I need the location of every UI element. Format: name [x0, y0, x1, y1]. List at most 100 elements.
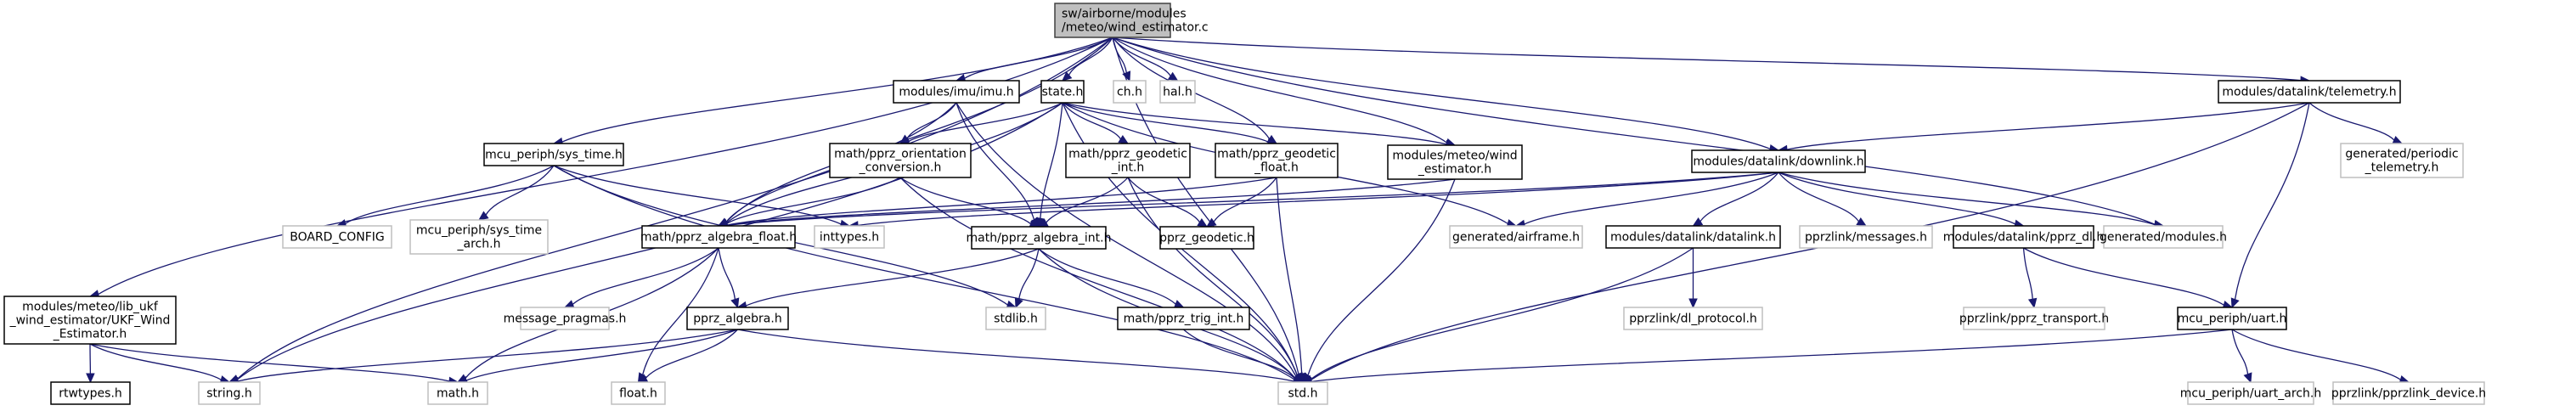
edge-uart-to-uart_arch — [2231, 329, 2249, 374]
nodes-layer: sw/airborne/modules/meteo/wind_estimator… — [3, 3, 2486, 405]
arrowhead-icon — [1197, 217, 1209, 228]
node-label: modules/meteo/wind — [1392, 149, 1517, 163]
edge-downlink-to-inttypes — [857, 172, 1779, 227]
node-box — [1799, 225, 1933, 249]
node-label: _conversion.h — [859, 161, 942, 175]
edge-geo_float-to-std — [1276, 177, 1303, 374]
node-imu[interactable]: modules/imu/imu.h — [893, 80, 1020, 104]
edge-root-to-hal — [1112, 37, 1171, 76]
edge-pprz_algebra-to-math — [465, 329, 738, 381]
arrowhead-icon — [478, 211, 489, 221]
node-box[interactable] — [3, 296, 177, 345]
edge-pprz_algebra-to-string — [237, 329, 738, 382]
node-airframe: generated/airframe.h — [1449, 225, 1583, 249]
node-label: math.h — [437, 387, 479, 401]
node-ukf[interactable]: modules/meteo/lib_ukf_wind_estimator/UKF… — [3, 296, 177, 345]
node-pprz_algebra[interactable]: pprz_algebra.h — [686, 307, 789, 330]
node-label: modules/datalink/telemetry.h — [2222, 86, 2396, 99]
node-label: std.h — [1288, 387, 1318, 401]
arrowhead-icon — [1688, 298, 1698, 309]
edge-pprz_algebra-to-std — [737, 329, 1295, 382]
edge-geo_int-to-alg_int — [1046, 177, 1129, 223]
node-label: inttypes.h — [820, 231, 879, 245]
edge-root-to-ch — [1112, 37, 1127, 73]
node-box — [409, 219, 549, 255]
node-label: _float.h — [1254, 161, 1299, 175]
node-box[interactable] — [1387, 144, 1523, 180]
node-telemetry[interactable]: modules/datalink/telemetry.h — [2218, 80, 2401, 104]
node-label: pprzlink/pprzlink_device.h — [2331, 387, 2486, 401]
node-box[interactable] — [483, 143, 624, 166]
node-label: modules/meteo/lib_ukf — [22, 301, 159, 314]
node-label: ch.h — [1117, 86, 1142, 99]
node-box[interactable] — [1065, 143, 1191, 178]
node-box[interactable] — [2218, 80, 2401, 104]
node-label: math/pprz_geodetic — [1068, 148, 1187, 161]
node-downlink[interactable]: modules/datalink/downlink.h — [1691, 149, 1866, 173]
edge-alg_float-to-pprz_algebra — [718, 247, 736, 300]
edge-telemetry-to-std — [1311, 102, 2310, 380]
edge-root-to-downlink — [1112, 37, 1771, 149]
edge-downlink-to-pprz_dl — [1778, 172, 2016, 225]
node-label: pprz_algebra.h — [693, 312, 781, 326]
edge-state-to-geo_int — [1062, 102, 1122, 140]
edge-imu-to-orient — [906, 102, 957, 139]
node-label: /meteo/wind_estimator.c — [1062, 21, 1209, 35]
node-orient[interactable]: math/pprz_orientation_conversion.h — [829, 143, 972, 178]
node-label: BOARD_CONFIG — [290, 231, 385, 245]
node-label: pprzlink/dl_protocol.h — [1629, 312, 1757, 326]
edge-pprz_algebra-to-float — [645, 329, 738, 379]
node-box[interactable] — [1117, 307, 1250, 330]
arrowhead-icon — [1856, 217, 1868, 227]
node-box[interactable] — [2177, 307, 2287, 330]
node-box[interactable] — [893, 80, 1020, 104]
node-box[interactable] — [641, 225, 796, 249]
node-float: float.h — [611, 381, 666, 405]
node-pprz_dl[interactable]: modules/datalink/pprz_dl.h — [1943, 225, 2104, 249]
node-periodic: generated/periodic_telemetry.h — [2340, 143, 2464, 178]
node-box[interactable] — [1040, 80, 1085, 104]
edge-telemetry-to-periodic — [2308, 102, 2395, 141]
node-state[interactable]: state.h — [1040, 80, 1085, 104]
node-box[interactable] — [971, 226, 1107, 250]
node-box[interactable] — [686, 307, 789, 330]
node-label: message_pragmas.h — [504, 312, 627, 326]
node-box — [1623, 307, 1763, 330]
node-alg_int[interactable]: math/pprz_algebra_int.h — [967, 226, 1112, 250]
node-alg_float[interactable]: math/pprz_algebra_float.h — [640, 225, 797, 249]
node-label: _Estimator.h — [53, 328, 127, 341]
node-box[interactable] — [829, 143, 972, 178]
node-box[interactable] — [1953, 225, 2094, 249]
edge-datalink-to-std — [1311, 247, 1694, 380]
edge-ukf-to-math — [89, 343, 450, 382]
node-label: _estimator.h — [1418, 163, 1491, 177]
edge-root-to-sys_time — [561, 37, 1113, 143]
node-uart_arch: mcu_periph/uart_arch.h — [2180, 381, 2321, 405]
node-box[interactable] — [1054, 3, 1171, 38]
node-box[interactable] — [50, 381, 131, 405]
node-trig_int[interactable]: math/pprz_trig_int.h — [1117, 307, 1250, 330]
node-box — [1159, 80, 1196, 104]
edge-telemetry-to-uart — [2234, 102, 2310, 300]
node-geo_int[interactable]: math/pprz_geodetic_int.h — [1065, 143, 1191, 178]
node-label: rtwtypes.h — [59, 387, 122, 401]
arrowhead-icon — [1014, 297, 1023, 309]
node-sys_time[interactable]: mcu_periph/sys_time.h — [483, 143, 624, 166]
edges-layer — [86, 37, 2410, 386]
edge-alg_int-to-stdlib — [1017, 248, 1040, 300]
edge-downlink-to-datalink — [1699, 172, 1779, 222]
node-rtwtypes[interactable]: rtwtypes.h — [50, 381, 131, 405]
edge-orient-to-std — [899, 177, 1296, 379]
node-uart[interactable]: mcu_periph/uart.h — [2177, 307, 2287, 330]
node-box[interactable] — [1215, 143, 1339, 178]
node-pprz_geodetic[interactable]: pprz_geodetic.h — [1159, 226, 1254, 250]
node-box[interactable] — [1605, 225, 1781, 249]
node-box[interactable] — [1159, 226, 1254, 250]
node-root[interactable]: sw/airborne/modules/meteo/wind_estimator… — [1054, 3, 1209, 38]
edge-alg_float-to-msg_pragmas — [572, 247, 719, 305]
node-wind_h[interactable]: modules/meteo/wind_estimator.h — [1387, 144, 1523, 180]
node-box[interactable] — [1691, 149, 1866, 173]
node-datalink[interactable]: modules/datalink/datalink.h — [1605, 225, 1781, 249]
node-geo_float[interactable]: math/pprz_geodetic_float.h — [1215, 143, 1339, 178]
node-label: modules/datalink/pprz_dl.h — [1943, 231, 2104, 245]
